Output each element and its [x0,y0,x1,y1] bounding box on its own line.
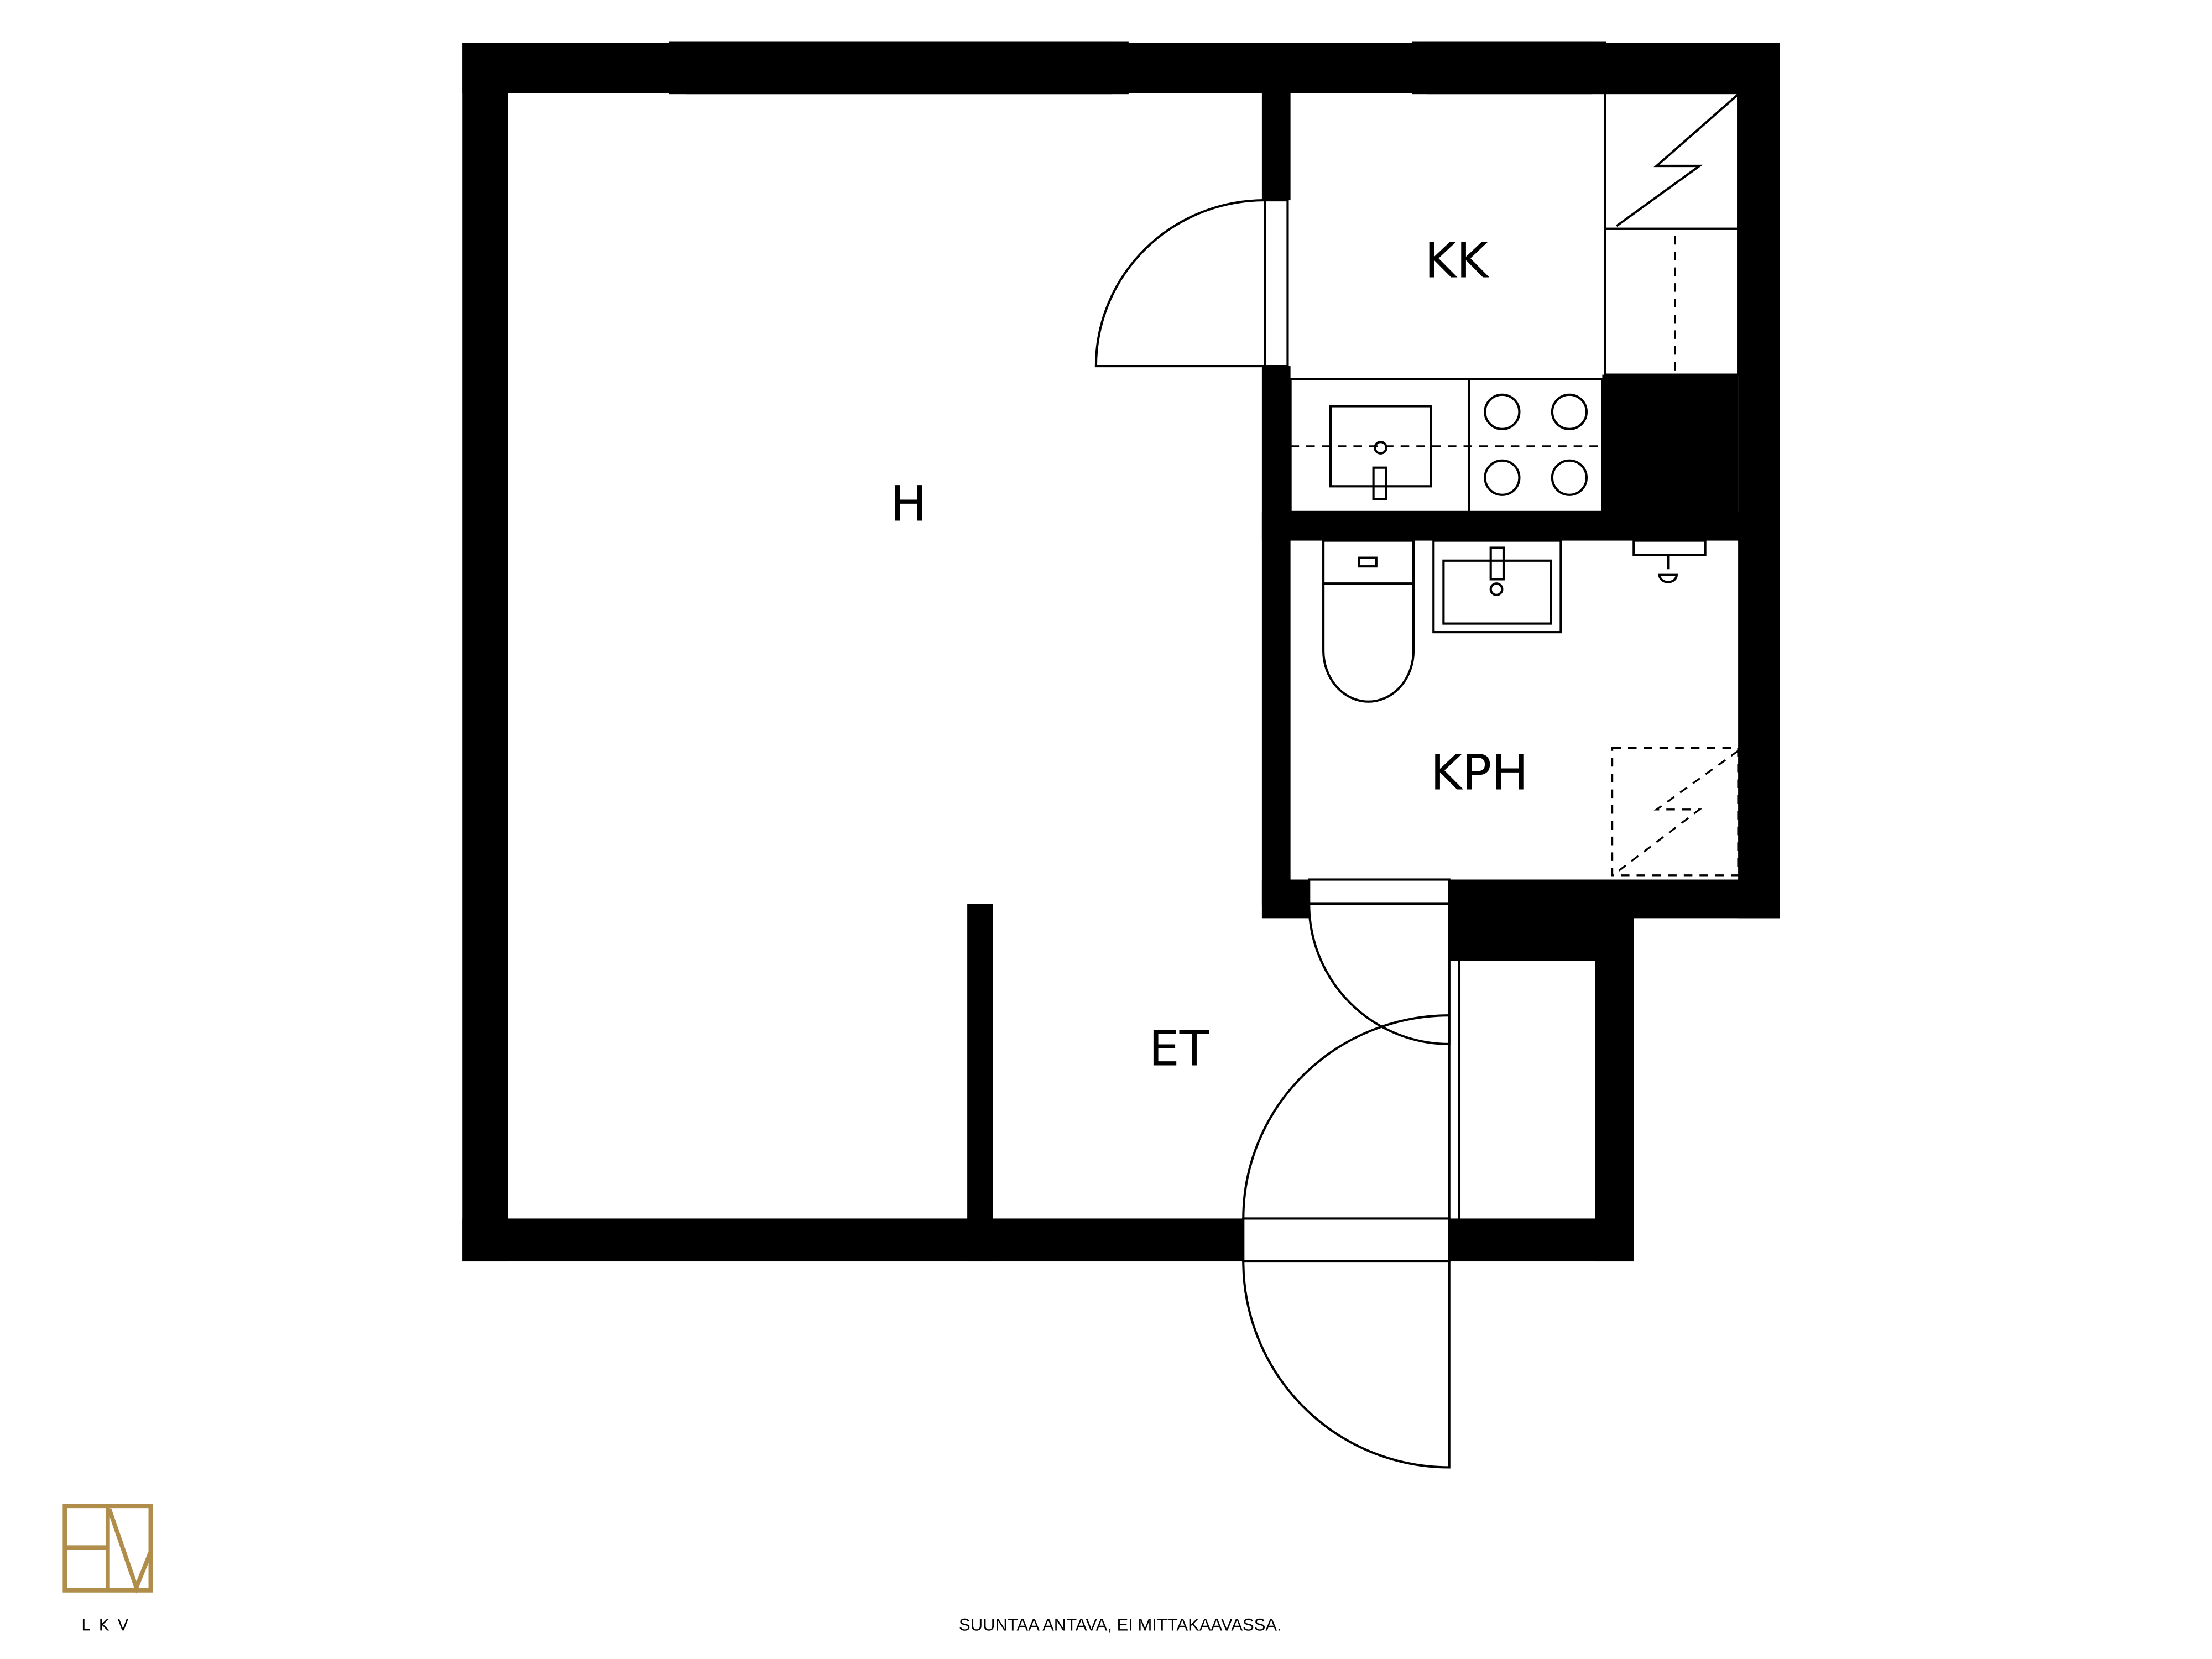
bathroom-sink [1432,539,1562,634]
stove [1484,393,1588,496]
room-label-living: H [890,475,927,532]
toilet-tank [1322,539,1415,585]
room-label-kitchen: KK [1425,232,1490,289]
kitchen-fixtures [1289,92,1740,513]
doors [1094,199,1460,1469]
shower-faucet [1632,539,1707,556]
room-label-bathroom: KPH [1431,744,1528,801]
logo-text: LKV [81,1616,137,1634]
company-logo [62,1504,153,1594]
windows [669,41,1606,95]
shower-area [1611,747,1739,877]
disclaimer: SUUNTAA ANTAVA, EI MITTAKAAVASSA. [959,1615,1282,1634]
bathroom-fixtures [1322,539,1739,877]
room-label-hallway: ET [1149,1020,1209,1077]
walls [462,43,1780,1262]
toilet [1322,583,1415,703]
